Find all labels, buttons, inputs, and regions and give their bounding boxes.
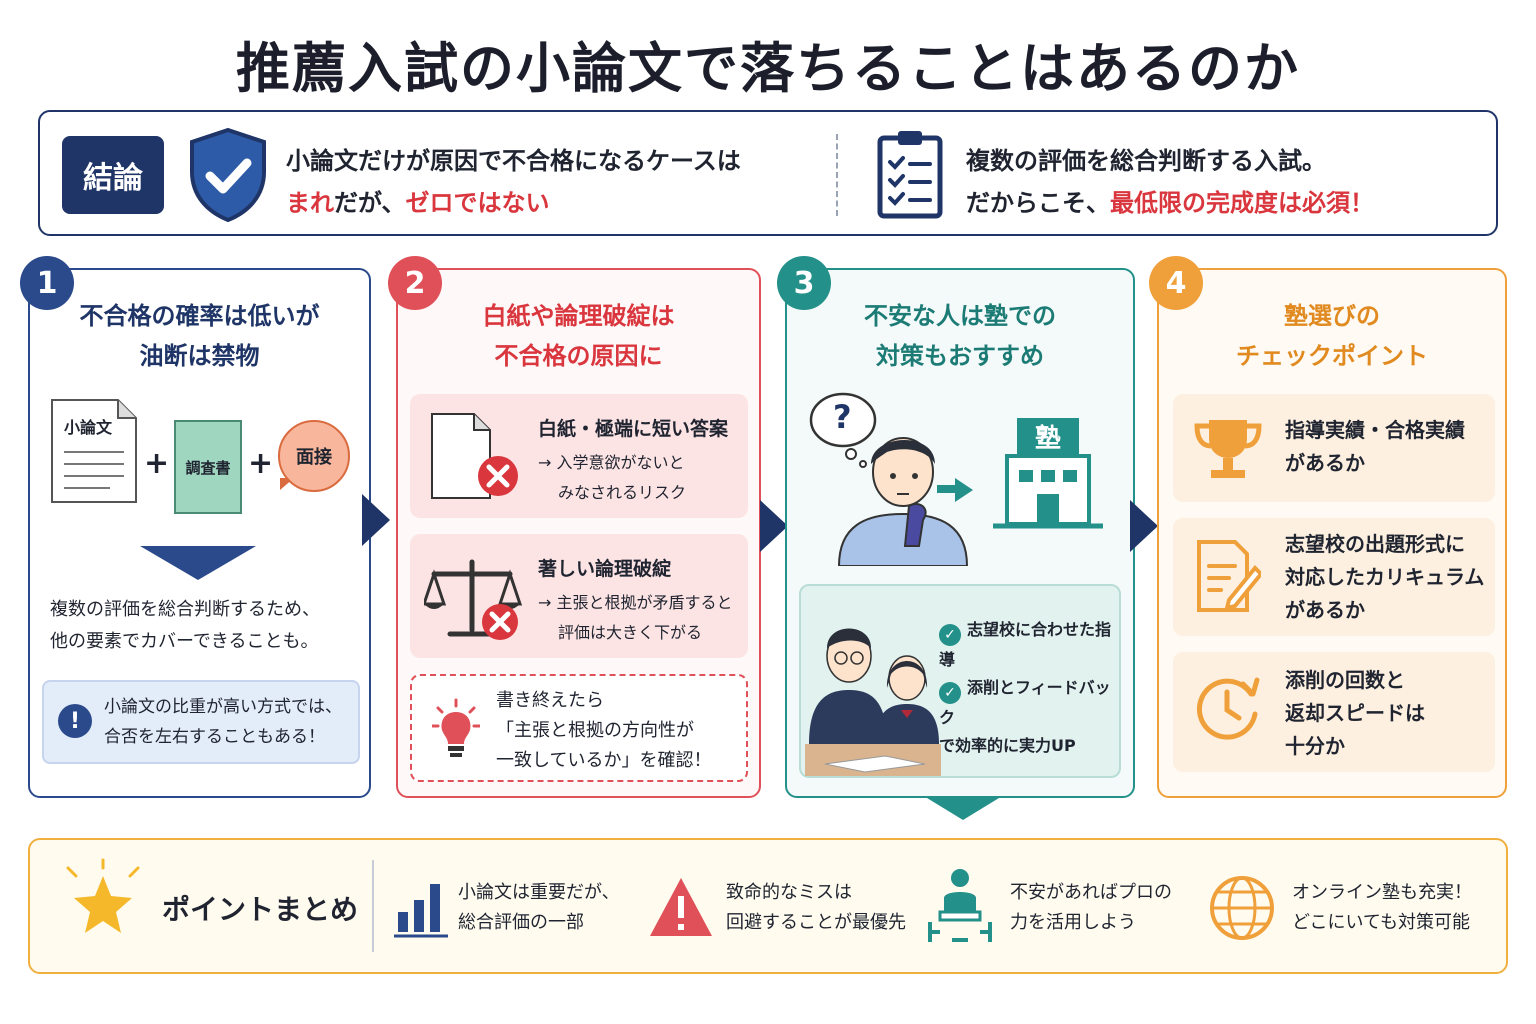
scale-x-icon xyxy=(424,559,523,640)
step-number: 1 xyxy=(20,256,74,310)
blank-paper-x-icon xyxy=(431,413,518,499)
column-title: 白紙や論理破綻は 不合格の原因に xyxy=(482,302,675,370)
clock-refresh-icon xyxy=(1196,677,1260,740)
professional-teacher-icon xyxy=(928,869,992,942)
plus-sign: + xyxy=(144,446,170,481)
column-2: 2 白紙や論理破綻は 不合格の原因に 白紙・極端に短い答案 → 入学意欲がないと… xyxy=(388,256,761,798)
column-4: 4 塾選びの チェックポイント 指導実績・合格実績 があるか 志望校の出題形式に… xyxy=(1149,256,1507,798)
thought-bubble-icon xyxy=(809,392,877,468)
checkpoint-card: 添削の回数と 返却スピードは 十分か xyxy=(1173,652,1495,772)
plus-sign: + xyxy=(248,446,274,481)
conclusion-badge: 結論 xyxy=(62,136,164,214)
warning-triangle-icon xyxy=(650,878,712,936)
down-arrow xyxy=(927,798,999,820)
conclusion-box: 結論 小論文だけが原因で不合格になるケースは まれだが、ゼロではない 複数の評価… xyxy=(38,110,1498,236)
column-1-text: 複数の評価を総合判断するため、 他の要素でカバーできることも。 xyxy=(50,599,320,652)
step-number: 4 xyxy=(1149,256,1203,310)
star-icon xyxy=(66,858,140,933)
exclamation-icon: ! xyxy=(58,704,92,738)
essay-document-icon xyxy=(51,399,137,503)
flow-arrow-icon xyxy=(1130,500,1158,552)
shield-check-icon xyxy=(190,127,266,223)
summary-label: ポイントまとめ xyxy=(162,893,359,926)
check-icon: ✓ xyxy=(939,624,961,646)
student-thinking-illustration xyxy=(837,437,969,566)
school-building-icon xyxy=(993,418,1103,529)
column-3: 3 不安な人は塾での 対策もおすすめ ? 塾 xyxy=(777,256,1135,820)
column-title: 塾選びの チェックポイント xyxy=(1236,302,1428,370)
teacher-student-illustration xyxy=(805,628,941,776)
check-icon: ✓ xyxy=(939,682,961,704)
warning-note: ! 小論文の比重が高い方式では、 合否を左右することもある！ xyxy=(42,680,360,764)
globe-icon xyxy=(1210,876,1274,940)
flow-arrow-icon xyxy=(362,494,390,546)
column-title: 不合格の確率は低いが 油断は禁物 xyxy=(79,302,320,370)
report-book: 調査書 xyxy=(174,420,242,514)
conclusion-main-text: 小論文だけが原因で不合格になるケースは まれだが、ゼロではない xyxy=(286,147,741,217)
summary-divider xyxy=(372,860,374,952)
clipboard-checklist-icon xyxy=(877,131,943,219)
flow-arrow-icon xyxy=(760,500,788,552)
risk-card-logic: 著しい論理破綻 → 主張と根拠が矛盾すると 評価は大きく下がる xyxy=(410,534,748,658)
essay-label: 小論文 xyxy=(64,418,113,437)
conclusion-divider xyxy=(836,134,838,216)
edit-document-icon xyxy=(1197,540,1261,612)
arrow-stem xyxy=(937,485,959,493)
conclusion-side-text: 複数の評価を総合判断する入試。 だからこそ、最低限の完成度は必須！ xyxy=(966,147,1374,217)
juku-label: 塾 xyxy=(1034,424,1061,454)
right-arrow-icon xyxy=(955,478,973,502)
interview-bubble: 面接 xyxy=(278,420,350,492)
summary-bar: ポイントまとめ 小論文は重要だが、 総合評価の一部 致命的なミスは 回避すること… xyxy=(28,838,1508,974)
step-number: 2 xyxy=(388,256,442,310)
tip-card: 書き終えたら 「主張と根拠の方向性が 一致しているか」を確認！ xyxy=(410,674,748,782)
question-mark: ? xyxy=(833,398,852,436)
step-number: 3 xyxy=(777,256,831,310)
column-title: 不安な人は塾での 対策もおすすめ xyxy=(864,302,1056,370)
column-1: 1 不合格の確率は低いが 油断は禁物 小論文 + 調査書 + 面接 複数の評価を… xyxy=(20,256,371,798)
lightbulb-icon xyxy=(432,698,480,757)
page-title: 推薦入試の小論文で落ちることはあるのか xyxy=(236,37,1300,100)
down-arrow xyxy=(140,546,256,580)
checkpoint-card: 指導実績・合格実績 があるか xyxy=(1173,394,1495,502)
checkpoint-card: 志望校の出題形式に 対応したカリキュラム があるか xyxy=(1173,518,1495,636)
bar-chart-icon xyxy=(394,884,448,938)
tutoring-box: ✓志望校に合わせた指導 ✓添削とフィードバック で効率的に実力UP xyxy=(799,584,1121,778)
risk-card-blank: 白紙・極端に短い答案 → 入学意欲がないと みなされるリスク xyxy=(410,394,748,518)
trophy-icon xyxy=(1194,420,1262,478)
